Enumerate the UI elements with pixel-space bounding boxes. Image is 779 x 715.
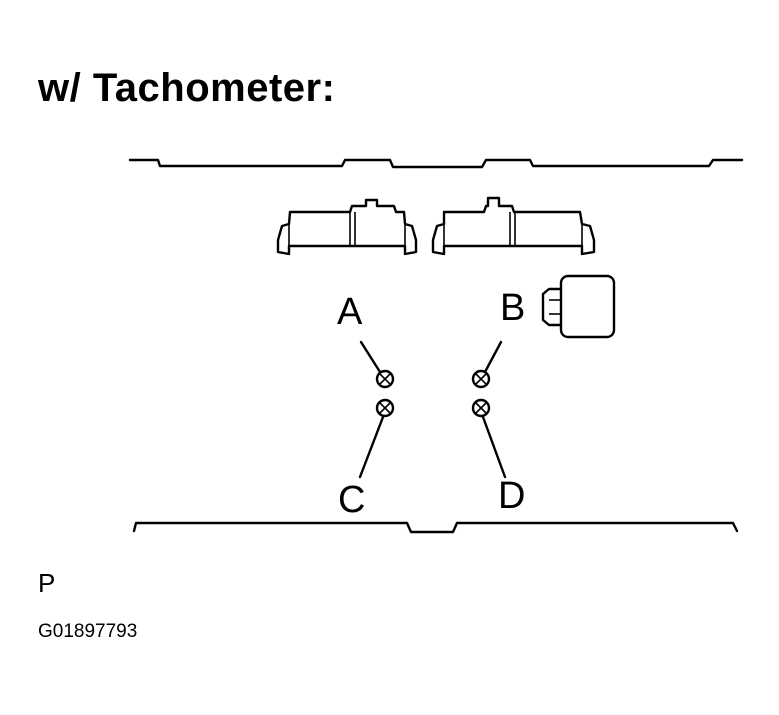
callout-label-c: C [338, 479, 365, 521]
leader-line-d [481, 415, 507, 479]
terminal-screw-a [375, 369, 395, 389]
callout-label-d: D [498, 475, 525, 517]
bottom-housing-edge [132, 521, 739, 534]
terminal-screw-d [471, 398, 491, 418]
diagram-title: w/ Tachometer: [38, 66, 336, 110]
terminal-screw-b [471, 369, 491, 389]
leader-line-b [483, 340, 503, 374]
right-connector [431, 196, 596, 256]
side-connector [541, 274, 616, 339]
terminal-screw-c [375, 398, 395, 418]
callout-label-b: B [500, 287, 525, 329]
callout-label-a: A [337, 291, 363, 333]
leader-line-c [358, 415, 385, 479]
figure-id: G01897793 [38, 621, 138, 642]
leader-line-a [359, 340, 382, 374]
top-housing-edge [128, 158, 744, 169]
left-connector [276, 198, 418, 256]
corner-letter: P [38, 568, 56, 598]
